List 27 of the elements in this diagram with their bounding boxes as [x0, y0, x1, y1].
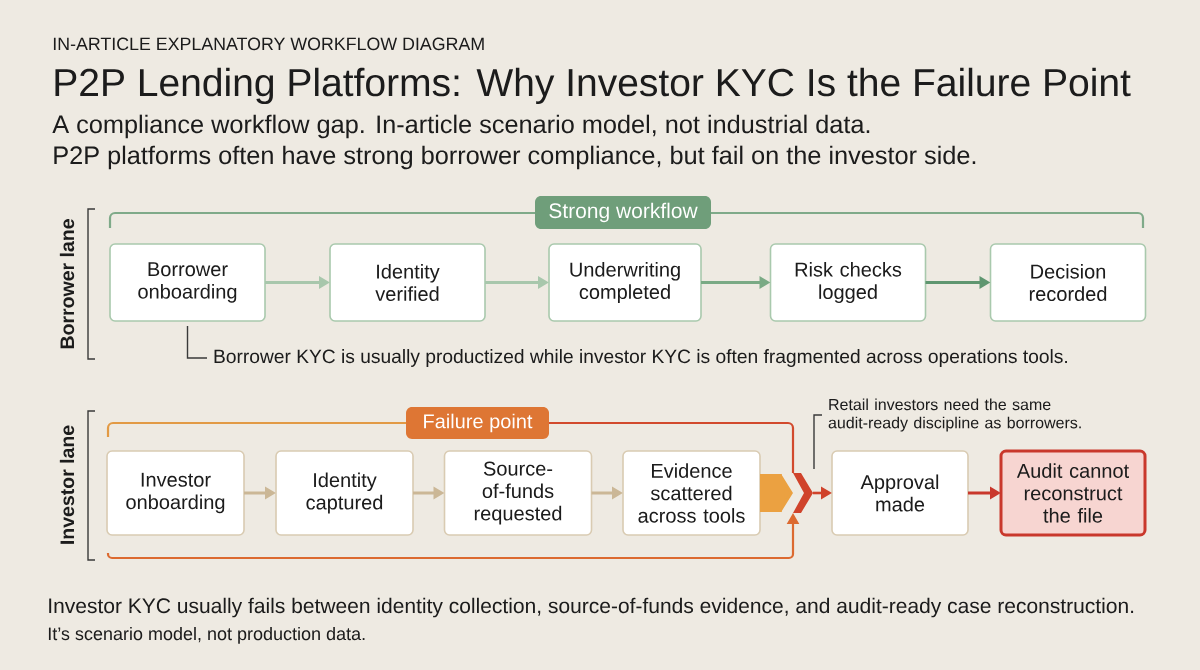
process-box: Identity verified: [329, 243, 486, 322]
process-box: Borrower onboarding: [109, 243, 266, 322]
leader-line: [813, 414, 823, 470]
alert-box: Audit cannot reconstruct the file: [999, 449, 1147, 537]
lane-label: Investor lane: [59, 425, 75, 544]
failure-badge: Failure point: [406, 407, 549, 439]
process-box: Evidence scattered across tools: [622, 450, 761, 536]
chevron-icon: [793, 473, 813, 513]
bracket-line: [549, 421, 795, 473]
process-box: Risk checks logged: [769, 243, 927, 322]
workflow-badge: Strong workflow: [535, 196, 711, 229]
leader-line: [186, 325, 208, 359]
process-box: Decision recorded: [989, 243, 1147, 322]
lane-label: Borrower lane: [59, 219, 75, 349]
subtitle: A compliance workflow gap. In-article scenario model, not industrial data.: [52, 114, 870, 139]
note-text: Retail investors need the same audit-ready discipline as borrowers.: [828, 398, 1081, 432]
process-box: Approval made: [831, 450, 969, 536]
title: P2P Lending Platforms: Why Investor KYC Is the Failure Point: [55, 67, 1131, 105]
overline-text: IN-ARTICLE EXPLANATORY WORKFLOW DIAGRAM: [53, 37, 484, 51]
summary-text: Investor KYC usually fails between identity collection, source-of-funds evidence, and audit-ready case reconstruction.: [49, 597, 1134, 618]
note-text: Borrower KYC is usually productized while investor KYC is often fragmented across operations tools.: [214, 349, 1067, 367]
process-box: Source-of-funds requested: [443, 450, 593, 536]
process-box: Investor onboarding: [106, 450, 245, 536]
process-box: Underwriting completed: [548, 243, 702, 322]
process-box: Identity captured: [275, 450, 414, 536]
subtitle: P2P platforms often have strong borrower compliance, but fail on the investor side.: [54, 145, 976, 170]
footnote: It’s scenario model, not production data.: [48, 626, 365, 644]
